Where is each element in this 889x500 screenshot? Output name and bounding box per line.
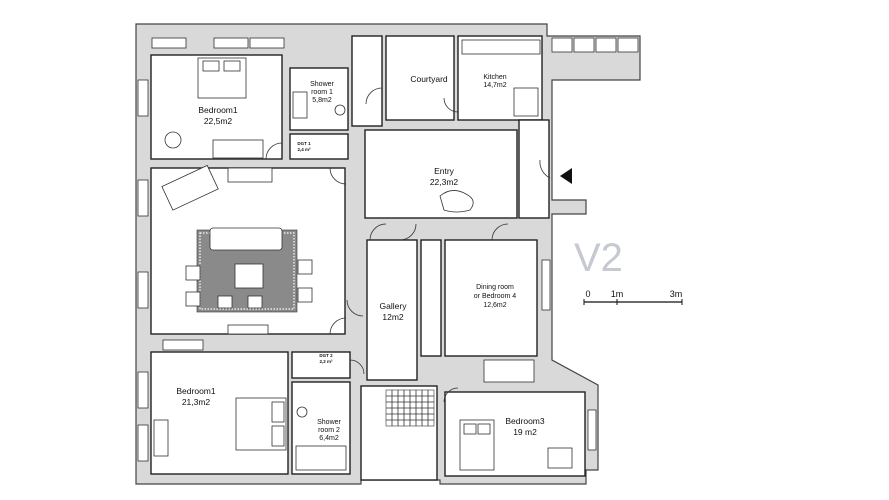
- sofa-icon: [209, 227, 283, 251]
- room-storage: [420, 239, 442, 357]
- room-dgt2: [291, 351, 351, 379]
- shower1-name: Shower: [310, 81, 334, 88]
- bedroom1-bottom-area: 21,3m2: [182, 397, 211, 407]
- room-courtyard: [385, 35, 455, 121]
- scale-start: 0: [585, 289, 590, 299]
- room-entry-hall: [518, 119, 550, 219]
- doors: [265, 87, 551, 403]
- dining-name2: or Bedroom 4: [474, 293, 517, 300]
- shower1-area: 5,8m2: [312, 97, 332, 104]
- scale-end: 3m: [670, 289, 683, 299]
- dgt2-area: 2,2 m²: [319, 359, 333, 364]
- kitchen-table-icon: [513, 87, 539, 117]
- dgt1-name: DGT 1: [297, 141, 311, 146]
- kitchen-name: Kitchen: [483, 74, 506, 81]
- room-labels: Bedroom1 22,5m2 Shower room 1 5,8m2 DGT …: [176, 74, 544, 442]
- version-label: V2: [574, 236, 623, 280]
- entry-area: 22,3m2: [430, 177, 459, 187]
- room-wc: [351, 35, 383, 127]
- dgt2-name: DGT 2: [319, 353, 333, 358]
- shower2-name: Shower: [317, 419, 341, 426]
- scale-bar: 0 1m 3m: [583, 289, 683, 305]
- furniture: [153, 39, 573, 471]
- room-shower1: [289, 67, 349, 131]
- shower2-name2: room 2: [318, 427, 340, 434]
- shower1-name2: room 1: [311, 89, 333, 96]
- bedroom1-top-area: 22,5m2: [204, 116, 233, 126]
- dining-area: 12,6m2: [483, 302, 506, 309]
- dining-name: Dining room: [476, 284, 514, 291]
- room-entry: [364, 129, 518, 219]
- bedroom3-area: 19 m2: [513, 427, 537, 437]
- gallery-area: 12m2: [382, 312, 404, 322]
- room-dgt1: [289, 133, 349, 160]
- bedroom1-bottom-name: Bedroom1: [176, 386, 215, 396]
- gallery-name: Gallery: [380, 301, 408, 311]
- dgt1-area: 2,4 m²: [297, 147, 311, 152]
- entry-name: Entry: [434, 166, 455, 176]
- room-gallery: [366, 239, 418, 381]
- windows: [137, 37, 639, 462]
- entrance-arrow-icon: [560, 168, 572, 184]
- desk-icon: [161, 164, 219, 211]
- scale-mid: 1m: [611, 289, 624, 299]
- courtyard-name: Courtyard: [410, 74, 448, 84]
- bedroom1-top-name: Bedroom1: [198, 105, 237, 115]
- room-dining: [444, 239, 538, 357]
- shower2-area: 6,4m2: [319, 435, 339, 442]
- bedroom3-name: Bedroom3: [505, 416, 544, 426]
- kitchen-area: 14,7m2: [483, 82, 506, 89]
